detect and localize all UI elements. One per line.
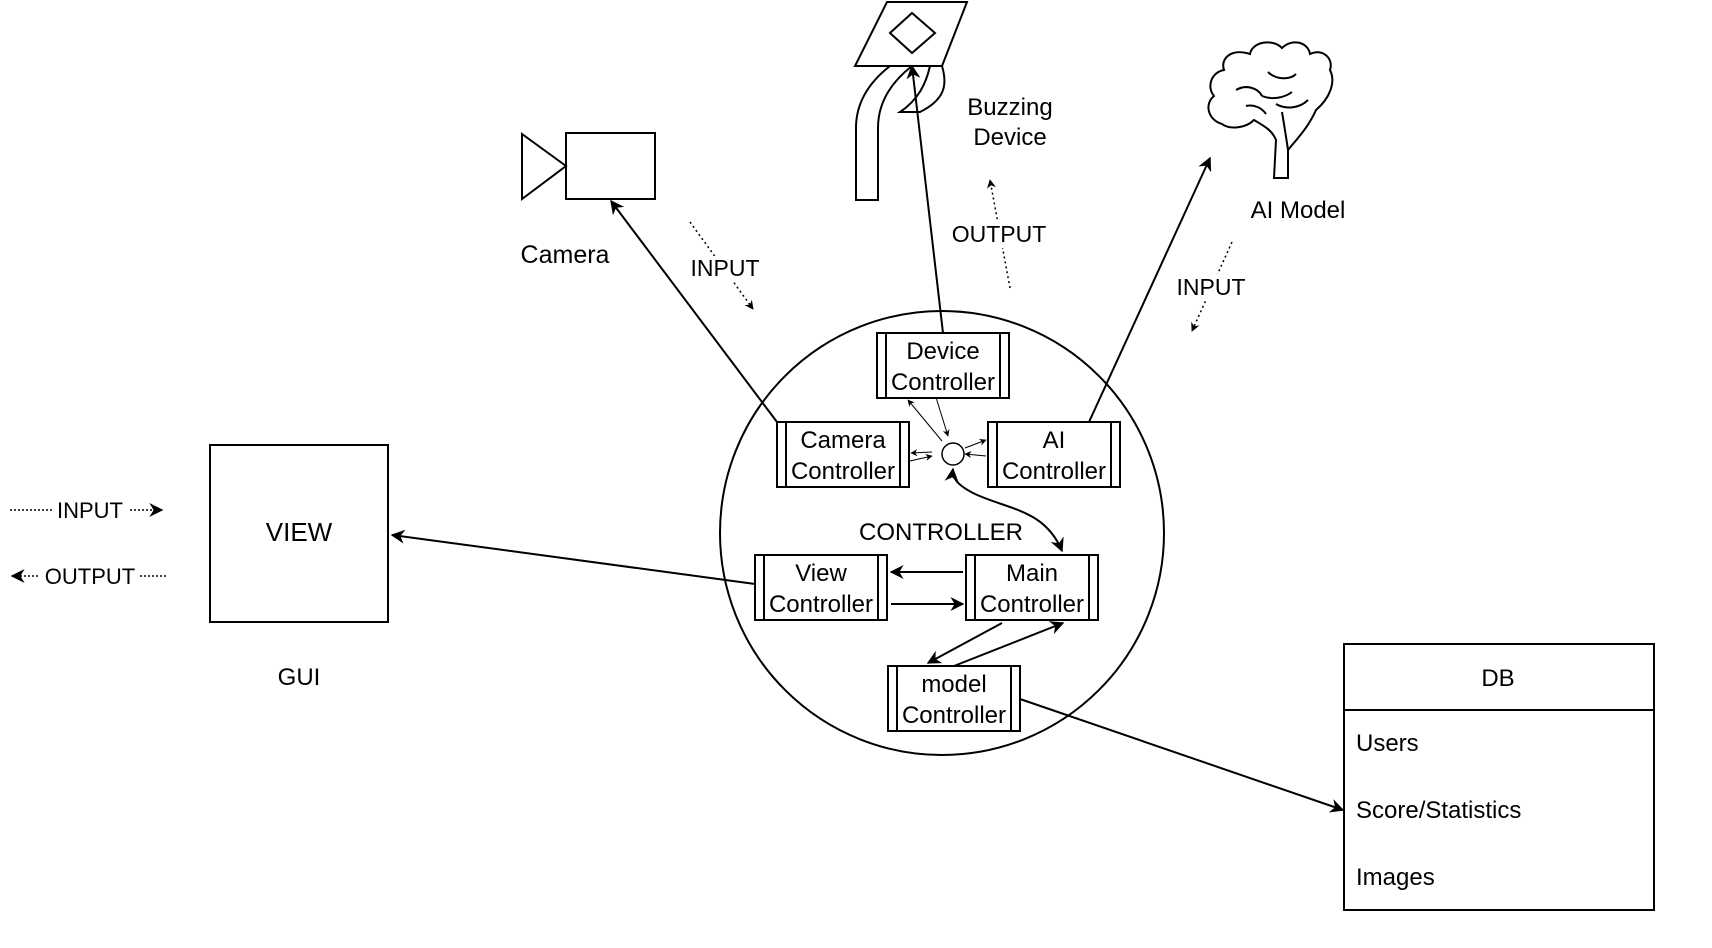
svg-text:View: View <box>795 560 847 587</box>
svg-text:Camera: Camera <box>800 427 886 454</box>
svg-text:AI: AI <box>1043 427 1066 454</box>
buzzer-handle-icon <box>855 65 915 201</box>
legend: INPUT OUTPUT <box>10 496 166 589</box>
camera-lens-icon <box>521 132 568 201</box>
camera-body-icon <box>565 132 656 200</box>
db-title: DB <box>1481 665 1514 692</box>
db-component: DB Users Score/Statistics Images <box>1343 643 1655 911</box>
brain-icon <box>1207 41 1334 179</box>
camera-input-flow-label: INPUT <box>691 255 760 281</box>
external-connections <box>390 64 1345 813</box>
ai-model-label: AI Model <box>1251 197 1346 224</box>
view-controller-node: View Controller <box>754 554 888 621</box>
db-row: Score/Statistics <box>1356 797 1521 824</box>
camera-component: Camera INPUT <box>521 132 766 310</box>
svg-text:Controller: Controller <box>791 458 895 485</box>
svg-text:Controller: Controller <box>902 702 1006 729</box>
ai-input-flow-label: INPUT <box>1177 274 1246 300</box>
device-label-line1: Buzzing <box>967 94 1052 121</box>
db-row: Images <box>1356 864 1435 891</box>
device-output-flow-label: OUTPUT <box>952 221 1047 247</box>
model-controller-node: model Controller <box>887 665 1021 732</box>
ai-controller-to-ai-model-arrow <box>1088 156 1212 423</box>
view-box-label: VIEW <box>266 517 333 547</box>
svg-text:Controller: Controller <box>769 591 873 618</box>
camera-label: Camera <box>521 241 610 269</box>
ai-controller-node: AI Controller <box>987 421 1121 488</box>
db-row: Users <box>1356 730 1419 757</box>
view-box <box>209 444 389 623</box>
camera-controller-to-camera-arrow <box>610 199 778 423</box>
controller-title: CONTROLLER <box>859 519 1023 546</box>
device-label-line2: Device <box>973 124 1046 151</box>
svg-text:model: model <box>921 671 986 698</box>
model-controller-to-db-arrow <box>1019 698 1345 813</box>
svg-text:Main: Main <box>1006 560 1058 587</box>
ai-model-component: AI Model INPUT <box>1170 41 1346 332</box>
camera-controller-node: Camera Controller <box>776 421 910 488</box>
buzzer-diamond-icon <box>888 11 937 55</box>
device-controller-node: Device Controller <box>876 332 1010 399</box>
controller-group: CONTROLLER Device Controller Camera Cont… <box>719 310 1165 756</box>
gui-caption: GUI <box>278 664 321 691</box>
svg-text:Controller: Controller <box>891 369 995 396</box>
device-output-flow-arrow <box>987 179 1011 289</box>
device-controller-to-device-arrow <box>906 64 944 334</box>
buzzer-strap-icon <box>896 65 946 113</box>
view-controller-to-gui-arrow <box>390 529 756 585</box>
legend-output-label: OUTPUT <box>45 564 135 589</box>
db-box <box>1343 643 1655 911</box>
legend-input-label: INPUT <box>57 498 123 523</box>
svg-text:Controller: Controller <box>980 591 1084 618</box>
gui-component: VIEW GUI <box>209 444 389 691</box>
main-controller-node: Main Controller <box>965 554 1099 621</box>
brain-folds-icon <box>1235 71 1309 151</box>
svg-text:Device: Device <box>906 338 979 365</box>
svg-text:Controller: Controller <box>1002 458 1106 485</box>
controller-hub <box>941 442 965 466</box>
ai-input-flow-arrow <box>1191 241 1233 332</box>
buzzing-device-component: Buzzing Device OUTPUT <box>853 1 1053 289</box>
